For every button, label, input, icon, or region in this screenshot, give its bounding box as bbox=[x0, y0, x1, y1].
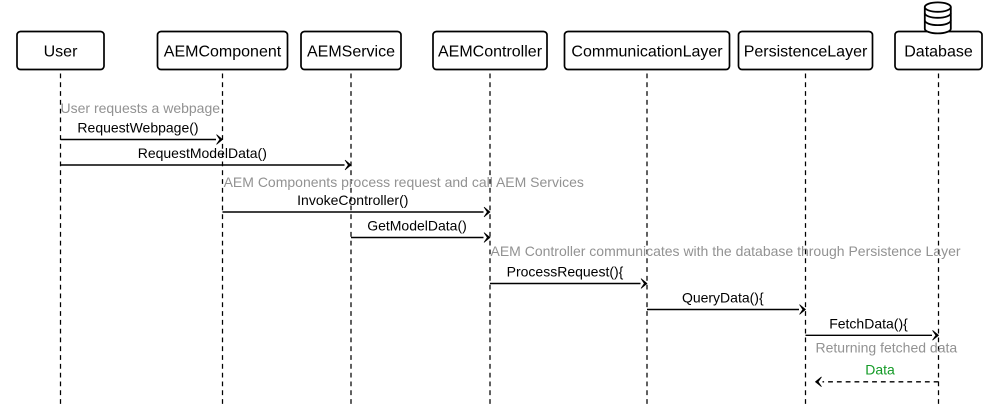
svg-text:InvokeController(): InvokeController() bbox=[297, 192, 408, 208]
svg-text:User: User bbox=[44, 44, 78, 61]
svg-text:CommunicationLayer: CommunicationLayer bbox=[571, 44, 723, 61]
svg-text:User requests a webpage: User requests a webpage bbox=[61, 100, 221, 116]
svg-text:AEM Components process request: AEM Components process request and call … bbox=[224, 174, 584, 190]
svg-text:QueryData(){: QueryData(){ bbox=[682, 290, 764, 306]
svg-text:RequestWebpage(): RequestWebpage() bbox=[77, 120, 198, 136]
svg-text:Returning fetched data: Returning fetched data bbox=[816, 340, 958, 356]
svg-text:FetchData(){: FetchData(){ bbox=[829, 315, 908, 331]
svg-text:Data: Data bbox=[865, 362, 895, 378]
svg-text:AEM Controller communicates wi: AEM Controller communicates with the dat… bbox=[491, 243, 961, 259]
svg-text:PersistenceLayer: PersistenceLayer bbox=[744, 44, 868, 61]
svg-text:AEMController: AEMController bbox=[438, 44, 543, 61]
svg-text:GetModelData(): GetModelData() bbox=[367, 218, 467, 234]
svg-text:ProcessRequest(){: ProcessRequest(){ bbox=[507, 264, 624, 280]
svg-text:AEMService: AEMService bbox=[307, 44, 395, 61]
svg-text:AEMComponent: AEMComponent bbox=[164, 44, 282, 61]
svg-text:Database: Database bbox=[904, 44, 973, 61]
svg-text:RequestModelData(): RequestModelData() bbox=[138, 145, 267, 161]
